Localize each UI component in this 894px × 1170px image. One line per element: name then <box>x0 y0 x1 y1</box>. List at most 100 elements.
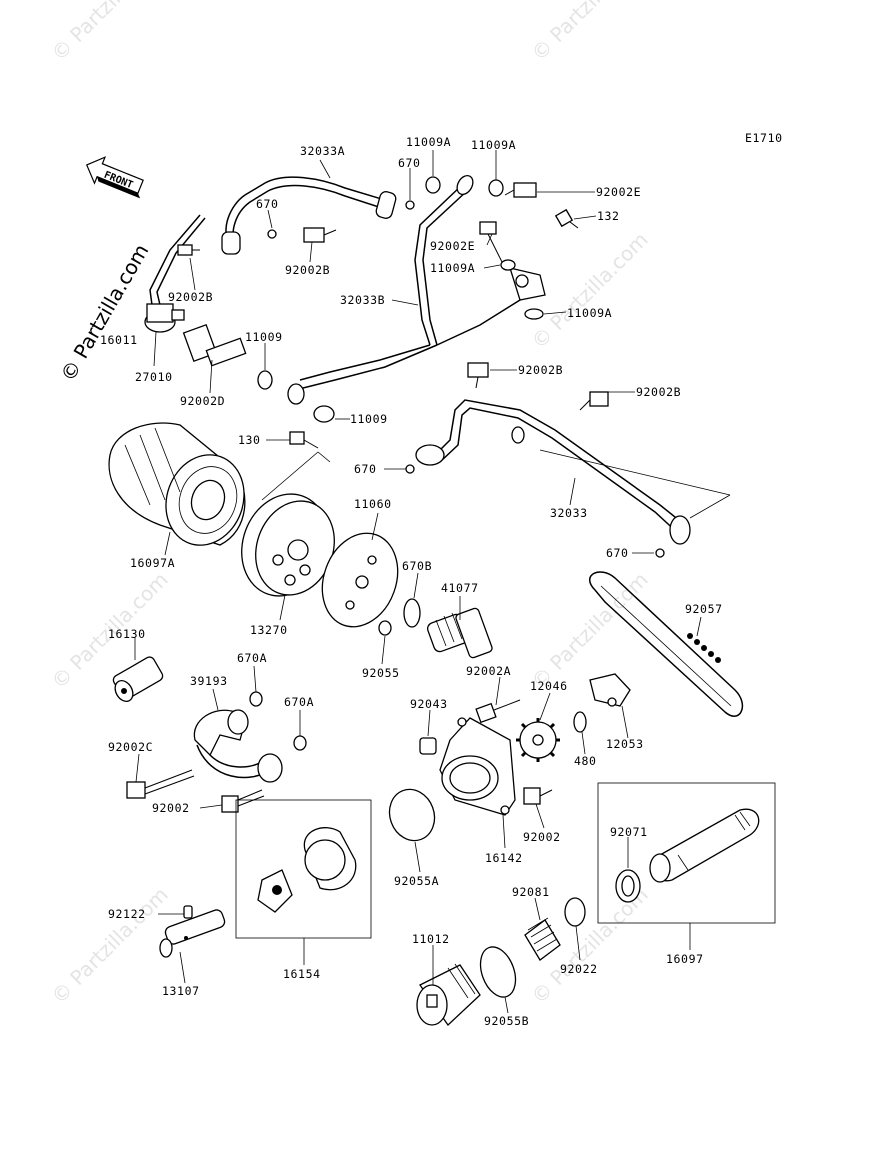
bolt-92002B <box>467 362 489 389</box>
bolt-92002B <box>303 227 337 243</box>
part-label: 16097 <box>666 952 704 966</box>
part-label: 92002B <box>636 385 681 399</box>
part-label: 92002B <box>168 290 213 304</box>
part-label: 32033A <box>300 144 345 158</box>
bolt-130 <box>289 431 319 449</box>
part-label: 92122 <box>108 907 146 921</box>
washer-11009A <box>524 308 544 320</box>
watermark: © Partzilla.com <box>527 227 653 353</box>
fitting-16130 <box>112 656 164 702</box>
part-label: 16130 <box>108 627 146 641</box>
part-label: 11009A <box>471 138 516 152</box>
o-ring-670 <box>405 200 415 210</box>
part-label: 92002B <box>518 363 563 377</box>
part-label: 92002C <box>108 740 153 754</box>
part-label: 130 <box>238 433 261 447</box>
part-label: 11009 <box>245 330 283 344</box>
bolt-92002B <box>177 244 200 256</box>
leader-lines <box>134 150 731 1014</box>
part-label: 92055 <box>362 666 400 680</box>
part-label: 92055A <box>394 874 439 888</box>
part-label: 27010 <box>135 370 173 384</box>
part-label: 13107 <box>162 984 200 998</box>
bolt-92002B <box>579 391 609 411</box>
pipe-fitting <box>515 274 529 288</box>
pipe-fitting <box>287 383 305 405</box>
chain-92057 <box>588 571 744 717</box>
bolt-92002 <box>221 789 265 813</box>
part-label: 92022 <box>560 962 598 976</box>
group-box-16154 <box>235 799 372 939</box>
part-label: 670 <box>398 156 421 170</box>
oil-pump-16142 <box>439 717 516 816</box>
part-label: 92057 <box>685 602 723 616</box>
plate-11060 <box>321 532 399 628</box>
part-label: 92071 <box>610 825 648 839</box>
o-ring-670A <box>249 691 263 707</box>
part-label: 12053 <box>606 737 644 751</box>
part-label: 670 <box>256 197 279 211</box>
pipe-39193 <box>193 709 283 783</box>
part-label: 92055B <box>484 1014 529 1028</box>
spring-92081 <box>524 917 561 961</box>
pipe-fitting <box>669 515 691 545</box>
part-label: 11060 <box>354 497 392 511</box>
washer-11009 <box>313 405 335 423</box>
part-label: 13270 <box>250 623 288 637</box>
o-ring-670 <box>405 464 415 474</box>
pipe-fitting <box>415 444 445 466</box>
part-label: 39193 <box>190 674 228 688</box>
o-ring-670 <box>655 548 665 558</box>
watermark: © Partzilla.com <box>527 567 653 693</box>
o-ring-92055 <box>378 620 392 636</box>
washer-11009A <box>425 176 441 194</box>
watermark-dark: © Partzilla.com <box>56 240 154 386</box>
part-label: 32033 <box>550 506 588 520</box>
oil-filter-16097A <box>108 422 246 546</box>
washer-11009A <box>488 179 504 197</box>
bolt-92002 <box>523 787 553 805</box>
o-ring-92055B <box>479 946 517 998</box>
sprocket-12046 <box>516 718 560 762</box>
part-label: 32033B <box>340 293 385 307</box>
cover-13270 <box>241 493 335 597</box>
part-label: 11009A <box>406 135 451 149</box>
pipe-fitting <box>456 175 474 195</box>
o-ring-670A <box>293 735 307 751</box>
guide-12053 <box>589 673 631 707</box>
pipe-fitting <box>511 426 525 444</box>
relief-valve-41077 <box>426 607 493 659</box>
front-arrow-icon: FRONT <box>85 156 144 199</box>
part-label: 670A <box>284 695 314 709</box>
washer-11009A <box>500 259 516 271</box>
part-label: 670B <box>402 559 432 573</box>
o-ring-92055A <box>388 788 436 842</box>
part-label: 132 <box>597 209 620 223</box>
diagram-code: E1710 <box>745 131 783 145</box>
part-label: 92002 <box>523 830 561 844</box>
fitting-92002D <box>182 323 247 367</box>
watermark: © Partzilla.com <box>527 0 653 66</box>
rotor-16154 <box>257 827 357 913</box>
strainer-16097 <box>615 808 760 903</box>
part-label: 11009A <box>430 261 475 275</box>
part-label: 670 <box>606 546 629 560</box>
washer-11009 <box>257 370 273 390</box>
bolt-92002E <box>504 182 537 198</box>
bolt-92002C <box>126 769 195 799</box>
part-label: 16154 <box>283 967 321 981</box>
part-label: 11009A <box>567 306 612 320</box>
part-label: 16097A <box>130 556 175 570</box>
part-label: 92002 <box>152 801 190 815</box>
part-label: 92081 <box>512 885 550 899</box>
bolt-92002E <box>479 221 503 263</box>
sensor-16011 <box>144 303 185 333</box>
group-box-16097 <box>597 782 776 924</box>
part-label: 16142 <box>485 851 523 865</box>
part-label: 92002A <box>466 664 511 678</box>
part-label: 16011 <box>100 333 138 347</box>
watermark: © Partzilla.com <box>47 882 173 1008</box>
part-label: 92002B <box>285 263 330 277</box>
part-label: 12046 <box>530 679 568 693</box>
